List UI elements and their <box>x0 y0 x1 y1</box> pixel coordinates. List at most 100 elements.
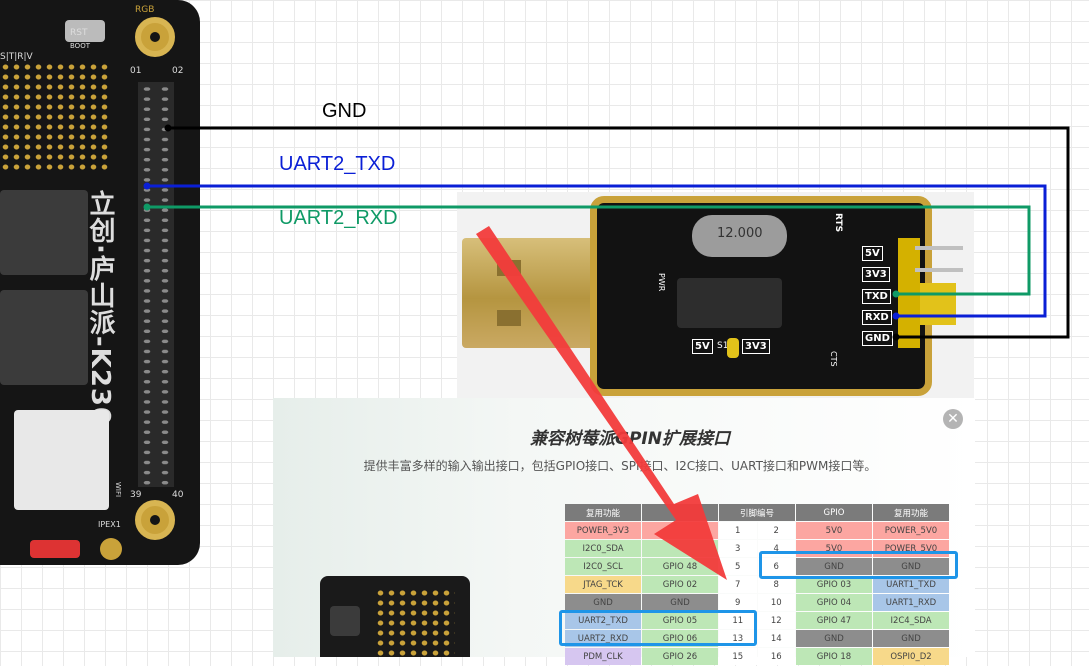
rxd-wire-end <box>892 290 900 298</box>
table-cell: 12 <box>757 612 795 629</box>
rgb-label: RGB <box>135 5 155 15</box>
table-cell: GND <box>873 630 949 647</box>
smd-pads <box>0 62 110 172</box>
table-cell: GPIO 04 <box>796 594 872 611</box>
ipex-connector <box>100 538 122 560</box>
pwr-label: PWR <box>657 273 666 292</box>
memory-chip <box>0 290 88 385</box>
rxd-wire-label: UART2_RXD <box>279 207 398 229</box>
table-cell: I2C4_SDA <box>873 612 949 629</box>
table-cell: I2C0_SDA <box>565 540 641 557</box>
table-cell: 8 <box>757 576 795 593</box>
table-cell: I2C0_SCL <box>565 558 641 575</box>
table-cell: UART1_TXD <box>873 576 949 593</box>
table-cell: UART2_RXD <box>565 630 641 647</box>
rxd-wire <box>147 205 1031 296</box>
txd-wire <box>147 184 1047 318</box>
table-cell: GPIO 02 <box>642 576 718 593</box>
table-cell: GPIO 06 <box>642 630 718 647</box>
txd-wire-label: UART2_TXD <box>279 153 396 175</box>
pin-40-label: 40 <box>172 490 184 500</box>
close-icon[interactable]: ✕ <box>943 409 963 429</box>
table-cell: 3 <box>719 540 757 557</box>
highlight-uart2-pins <box>559 610 757 646</box>
stv-label: S|T|R|V <box>0 52 33 62</box>
jumper-cap <box>727 338 739 358</box>
gnd-wire-label: GND <box>322 100 367 122</box>
ipex-label: IPEX1 <box>98 520 121 529</box>
table-cell: GPIO 03 <box>796 576 872 593</box>
pin-01-label: 01 <box>130 66 142 76</box>
rxd-wire-end <box>143 203 151 211</box>
col-header: 复用功能 <box>873 504 949 521</box>
module-pin-gnd: GND <box>862 331 893 346</box>
gnd-wire-end <box>892 333 900 341</box>
gnd-wire <box>168 126 1070 339</box>
table-cell: UART2_TXD <box>565 612 641 629</box>
wifi-label: WIFI <box>114 482 122 498</box>
jumper-3v3-label: 3V3 <box>742 339 770 354</box>
module-pin <box>915 268 963 272</box>
table-cell: UART1_RXD <box>873 594 949 611</box>
yellow-jumper <box>920 283 956 325</box>
table-cell: GND <box>642 594 718 611</box>
crystal <box>692 215 787 257</box>
rts-label: RTS <box>833 213 843 233</box>
wifi-module <box>14 410 109 510</box>
table-cell: GND <box>565 594 641 611</box>
table-cell: POWER_5V0 <box>873 522 949 539</box>
pin-39-label: 39 <box>130 490 142 500</box>
module-pin-txd: TXD <box>862 289 891 304</box>
table-cell: 2 <box>757 522 795 539</box>
board-name: 立创·庐山派-K230 <box>85 190 115 427</box>
txd-wire-end <box>892 312 900 320</box>
module-pin-5v: 5V <box>862 246 883 261</box>
crystal-label: 12.000 <box>717 226 763 241</box>
module-pin <box>915 246 963 250</box>
rst-button <box>65 20 105 42</box>
red-component <box>30 540 80 558</box>
table-cell: POWER_3V3 <box>565 522 641 539</box>
usb-a-plug <box>462 238 612 348</box>
col-header: 引脚编号 <box>719 504 795 521</box>
table-cell: GND <box>796 630 872 647</box>
cts-label: CTS <box>829 351 838 367</box>
plug-slot <box>497 310 521 326</box>
mount-hole <box>135 17 175 57</box>
ch340-chip <box>677 278 782 328</box>
smd-pads <box>375 588 455 657</box>
table-cell: GND <box>873 558 949 575</box>
table-cell: 14 <box>757 630 795 647</box>
rst-label: RST <box>70 28 88 38</box>
gnd-wire-end <box>164 124 172 132</box>
table-cell: JTAG_TCK <box>565 576 641 593</box>
jumper-5v-label: 5V <box>692 339 713 354</box>
table-cell: GND <box>796 558 872 575</box>
table-cell: 6 <box>757 558 795 575</box>
table-cell: GPIO 47 <box>796 612 872 629</box>
pointer-arrow <box>476 226 727 580</box>
mini-board-image <box>320 576 470 657</box>
col-header: GPIO <box>796 504 872 521</box>
highlight-gnd-pin6 <box>759 551 958 579</box>
table-cell: 1 <box>719 522 757 539</box>
soc-chip <box>0 190 88 275</box>
table-cell: 7 <box>719 576 757 593</box>
boot-label: BOOT <box>70 42 90 50</box>
table-cell: 10 <box>757 594 795 611</box>
module-pin-rxd: RXD <box>862 310 892 325</box>
k230-board: RGB RST S|T|R|V BOOT 01 02 39 40 立创·庐山派-… <box>0 0 200 565</box>
pin-02-label: 02 <box>172 66 184 76</box>
table-cell: 9 <box>719 594 757 611</box>
table-cell: 13 <box>719 630 757 647</box>
panel-subtitle: 提供丰富多样的输入输出接口，包括GPIO接口、SPI接口、I2C接口、UART接… <box>363 459 877 473</box>
module-pin-3v3: 3V3 <box>862 267 890 282</box>
txd-wire-end <box>143 182 151 190</box>
table-cell: GPIO 05 <box>642 612 718 629</box>
